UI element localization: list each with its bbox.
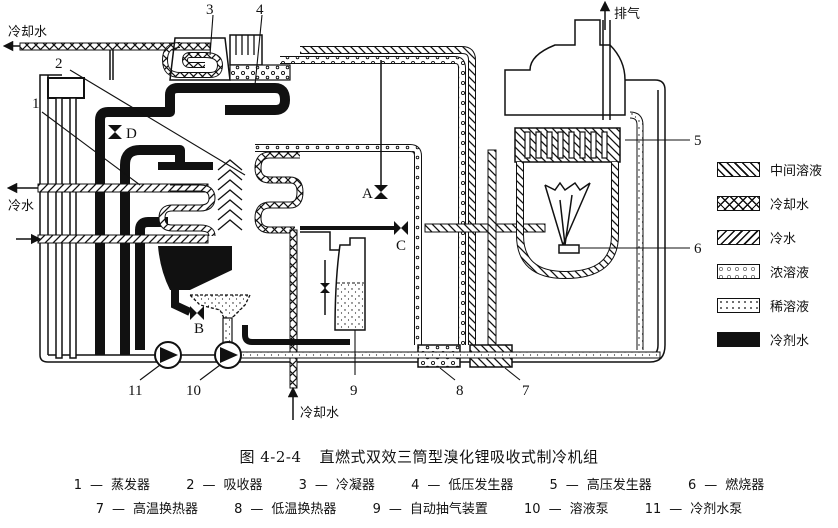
legend-label: 冷水 (770, 231, 797, 247)
absorber-coil (254, 151, 304, 234)
callout-10: 10 (186, 383, 201, 399)
absorber-spray (217, 159, 243, 231)
cooling-water-outlet-pipe (19, 42, 211, 51)
legend-item-dilute-solution: 稀溶液 (717, 288, 838, 322)
valve-b[interactable] (190, 306, 204, 320)
callout-7: 7 (522, 383, 530, 399)
refrigerant-water-pipes (95, 83, 290, 355)
legend-item-cooling-water: 冷却水 (717, 186, 838, 220)
callout-3: 3 (206, 2, 214, 18)
part-item: 2—吸收器 (186, 478, 263, 493)
intermediate-solution-swatch (717, 161, 760, 177)
legend-item-refrigerant-water: 冷剂水 (717, 322, 838, 356)
parts-list-row-2: 7—高温换热器 8—低温换热器 9—自动抽气装置 10—溶液泵 11—冷剂水泵 (0, 498, 838, 517)
callout-8: 8 (456, 383, 464, 399)
valve-c-label: C (396, 238, 406, 254)
dilute-solution-swatch (717, 297, 760, 313)
cooling-water-swatch (717, 195, 760, 211)
absorption-chiller-diagram: 1 2 3 4 5 6 7 8 9 10 11 A B C D 冷却水 冷却水 … (2, 0, 702, 421)
dilute-solution-line (239, 351, 661, 359)
valve-d[interactable] (108, 125, 122, 139)
high-pressure-generator (504, 19, 626, 280)
part-item: 5—高压发生器 (549, 478, 652, 493)
part-item: 1—蒸发器 (73, 478, 151, 493)
valve-c[interactable] (394, 221, 408, 235)
low-pressure-generator (229, 34, 291, 81)
solution-pump[interactable] (214, 341, 242, 369)
legend-label: 浓溶液 (770, 265, 810, 281)
burner (544, 181, 591, 254)
legend-item-concentrated-solution: 浓溶液 (717, 254, 838, 288)
dilute-solution-sump (188, 294, 252, 321)
callout-2: 2 (55, 56, 63, 72)
chilled-water-swatch (717, 229, 760, 245)
callout-1: 1 (32, 96, 40, 112)
concentrated-solution-swatch (717, 263, 760, 279)
legend-label: 稀溶液 (770, 299, 810, 315)
exhaust-label: 排气 (614, 6, 640, 22)
callout-4: 4 (256, 2, 264, 18)
refrigerant-sump (158, 246, 232, 290)
concentrated-solution-pipes (242, 56, 466, 345)
figure-number: 图 4-2-4 (239, 448, 302, 466)
evaporator-header (47, 77, 85, 99)
part-item: 9—自动抽气装置 (372, 502, 488, 517)
callout-leaders (41, 14, 690, 381)
callout-9: 9 (350, 383, 358, 399)
figure-caption: 图 4-2-4 直燃式双效三筒型溴化锂吸收式制冷机组 (0, 446, 838, 467)
figure-title: 直燃式双效三筒型溴化锂吸收式制冷机组 (319, 448, 599, 466)
cooling-water-inlet-pipe (289, 229, 298, 389)
part-item: 3—冷凝器 (298, 478, 375, 493)
part-item: 11—冷剂水泵 (644, 502, 743, 517)
part-item: 8—低温换热器 (234, 502, 337, 517)
refrigerant-water-swatch (717, 331, 760, 347)
callout-11: 11 (128, 383, 142, 399)
cooling-water-in-label: 冷却水 (300, 406, 339, 421)
valve-d-label: D (126, 126, 137, 142)
legend-item-intermediate-solution: 中间溶液 (717, 152, 838, 186)
legend-label: 中间溶液 (770, 163, 823, 179)
part-item: 7—高温换热器 (95, 502, 198, 517)
cooling-water-out-label: 冷却水 (8, 25, 47, 40)
legend-label: 冷剂水 (770, 333, 810, 349)
valve-a-label: A (362, 186, 373, 202)
refrigerant-water-pump[interactable] (154, 341, 182, 369)
legend: 中间溶液 冷却水 冷水 浓溶液 稀溶液 冷剂水 (717, 152, 838, 356)
callout-6: 6 (694, 241, 702, 257)
legend-label: 冷却水 (770, 197, 810, 213)
callout-5: 5 (694, 133, 702, 149)
valve-b-label: B (194, 321, 204, 337)
chilled-water-return-pipe (37, 234, 209, 244)
auto-purge-device (300, 231, 366, 331)
parts-list-row-1: 1—蒸发器 2—吸收器 3—冷凝器 4—低压发生器 5—高压发生器 6—燃烧器 (0, 474, 838, 493)
chilled-water-label: 冷水 (8, 199, 34, 214)
part-item: 10—溶液泵 (524, 502, 609, 517)
valve-a[interactable] (374, 185, 388, 199)
part-item: 6—燃烧器 (687, 478, 765, 493)
legend-item-chilled-water: 冷水 (717, 220, 838, 254)
part-item: 4—低压发生器 (411, 478, 514, 493)
